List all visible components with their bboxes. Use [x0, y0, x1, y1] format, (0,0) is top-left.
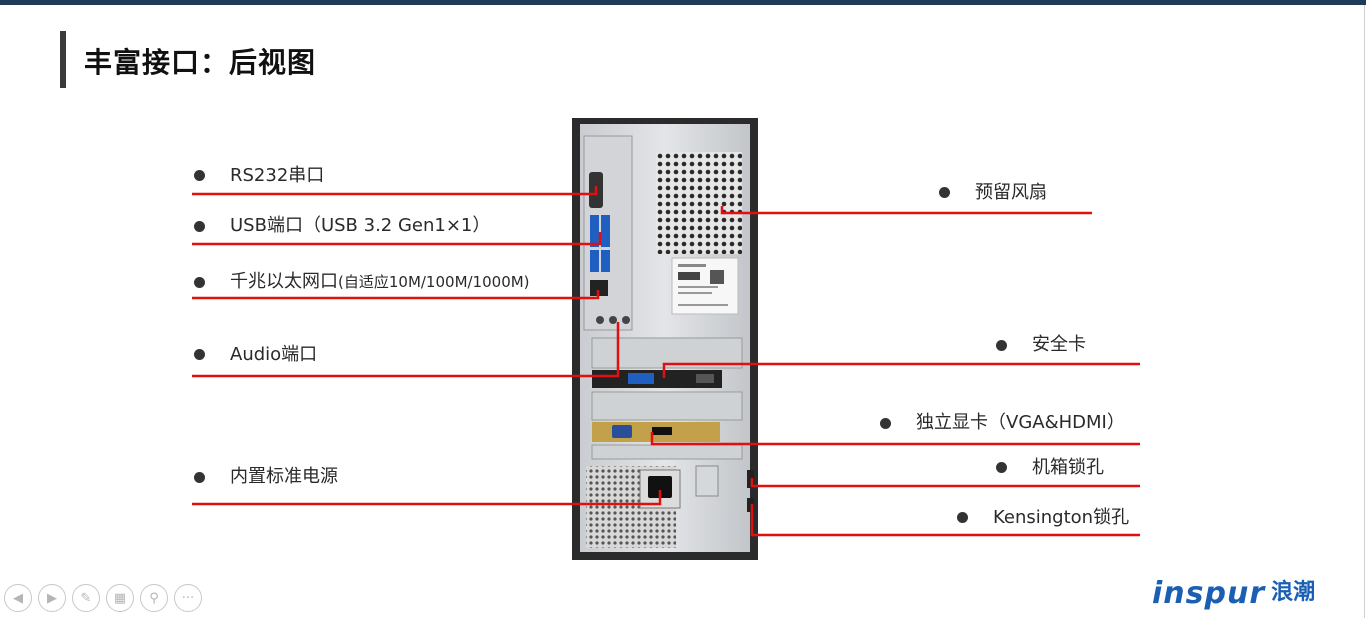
label-chassis-lock: 机箱锁孔: [1032, 457, 1104, 478]
leader-lan: [192, 290, 600, 300]
lan-port: [590, 280, 608, 296]
label-lan-main: 千兆以太网口: [230, 271, 338, 292]
leader-kensington: [750, 504, 1140, 537]
label-audio: Audio端口: [230, 344, 318, 365]
leader-fan: [720, 206, 1092, 215]
bullet-dot: [996, 462, 1007, 473]
prev-icon[interactable]: ◀: [4, 584, 32, 612]
slot-bracket-3: [591, 444, 743, 460]
security-card-bracket: [592, 370, 722, 388]
title-accent-bar: [60, 31, 66, 88]
bullet-dot: [194, 170, 205, 181]
logo-en: inspur: [1152, 576, 1266, 611]
pen-icon[interactable]: ✎: [72, 584, 100, 612]
slides-icon[interactable]: ▦: [106, 584, 134, 612]
leader-psu: [192, 490, 662, 506]
usb-port-4: [601, 250, 610, 272]
kensington-lock-hole: [747, 498, 754, 512]
leader-chassis-lock: [750, 478, 1140, 488]
next-icon[interactable]: ▶: [38, 584, 66, 612]
chassis-lock-hole: [747, 470, 754, 488]
leader-audio: [192, 322, 620, 378]
leader-gpu: [650, 432, 1140, 446]
label-lan-sub: (自适应10M/100M/1000M): [338, 273, 530, 291]
bullet-dot: [194, 349, 205, 360]
top-accent-bar: [0, 0, 1366, 5]
bullet-dot: [194, 277, 205, 288]
slot-bracket-2: [591, 391, 743, 421]
bullet-dot: [996, 340, 1007, 351]
bullet-dot: [194, 472, 205, 483]
psu-switch-plate: [695, 465, 719, 497]
slide-title: 丰富接口：后视图: [84, 46, 317, 79]
logo-cn: 浪潮: [1271, 580, 1316, 605]
label-security-card: 安全卡: [1032, 334, 1086, 355]
leader-lines: [192, 186, 1140, 537]
leader-rs232: [192, 186, 598, 196]
bullet-dot: [939, 187, 950, 198]
audio-jack-1: [596, 316, 604, 324]
usb-port-3: [590, 250, 599, 272]
label-psu: 内置标准电源: [230, 466, 338, 487]
slideshow-toolbar: ◀ ▶ ✎ ▦ ⚲ ···: [4, 584, 202, 612]
label-fan: 预留风扇: [975, 182, 1047, 203]
audio-jack-3: [622, 316, 630, 324]
audio-jack-2: [609, 316, 617, 324]
leader-security: [662, 362, 1140, 378]
usb-port-1: [590, 215, 599, 247]
zoom-icon[interactable]: ⚲: [140, 584, 168, 612]
fan-grille: [656, 152, 742, 254]
label-usb: USB端口（USB 3.2 Gen1×1）: [230, 215, 491, 236]
usb-port-2: [601, 215, 610, 247]
slide-edge: [1364, 5, 1365, 618]
more-icon[interactable]: ···: [174, 584, 202, 612]
label-gpu: 独立显卡（VGA&HDMI）: [916, 412, 1125, 433]
label-rs232: RS232串口: [230, 165, 325, 186]
leader-usb: [192, 232, 602, 246]
label-lan: 千兆以太网口(自适应10M/100M/1000M): [230, 271, 530, 293]
label-kensington: Kensington锁孔: [993, 507, 1130, 528]
bullet-dot: [194, 221, 205, 232]
bullet-dot: [880, 418, 891, 429]
bullet-dot: [957, 512, 968, 523]
